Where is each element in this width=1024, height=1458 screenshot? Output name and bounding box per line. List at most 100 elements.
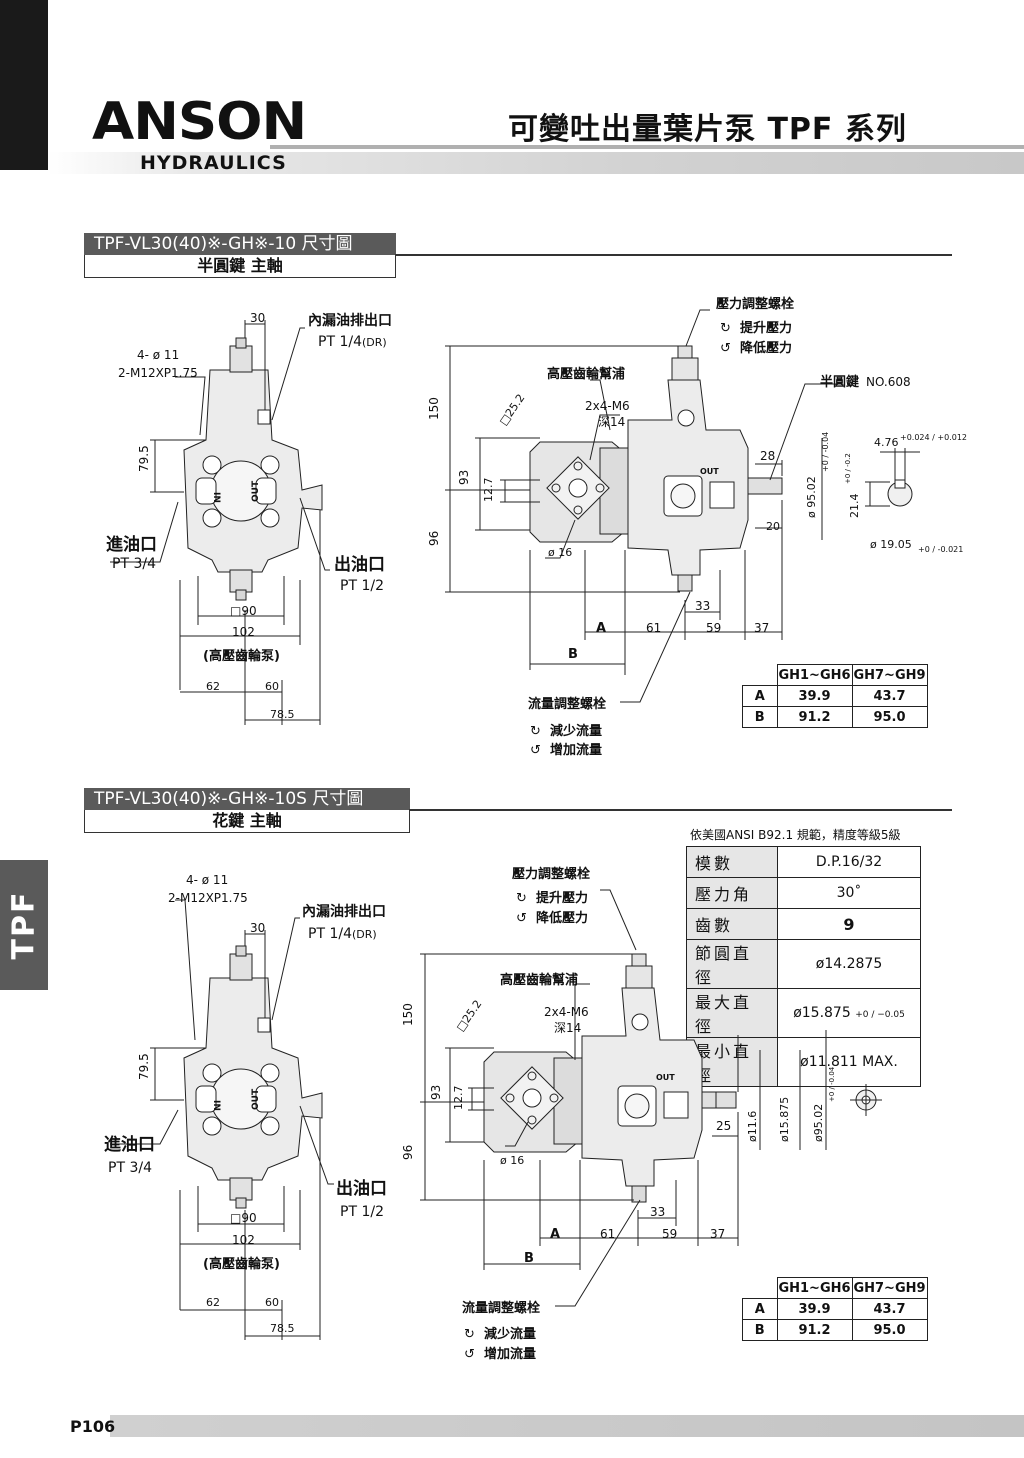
s1-dim-61: 61 <box>646 621 661 635</box>
s1-key-no: NO.608 <box>866 375 911 389</box>
s1-key-h-tol: +0 / -0.2 <box>844 453 852 484</box>
s1-dim-37: 37 <box>754 621 769 635</box>
s2-dim-61: 61 <box>600 1227 615 1241</box>
s1-pressure-up-icon: ↻ <box>720 321 731 336</box>
s2-depth: 深14 <box>554 1021 581 1035</box>
s2-pressure-screw: 壓力調整螺栓 <box>512 866 590 882</box>
left-black-bar <box>0 0 48 170</box>
s1-drain-code: (DR) <box>362 336 387 349</box>
s2-table-corner <box>742 1277 778 1299</box>
s1-dim-a: A <box>596 621 606 636</box>
s1-out-label: OUT <box>700 467 719 476</box>
s2-inlet: 進油口 <box>104 1134 155 1155</box>
section1-drawing: 30 4- ø 11 2-M12XP1.75 內漏油排出口 PT 1/4 (DR… <box>106 296 967 758</box>
s1-table-head-2: GH7~GH9 <box>851 664 928 686</box>
s2-front-bottom-boss <box>229 1177 253 1201</box>
s2-d11-6: ø11.6 <box>746 1111 759 1142</box>
s2-outlet: 出油口 <box>336 1178 387 1199</box>
s1-flow-up-icon: ↺ <box>530 743 541 758</box>
s1-side-shaft <box>747 477 783 495</box>
s2-flow-down-icon: ↻ <box>464 1327 475 1342</box>
s1-dimension-table: GH1~GH6 GH7~GH9 A 39.9 43.7 B 91.2 95.0 <box>742 664 928 728</box>
s2-flow-screw: 流量調整螺栓 <box>462 1300 540 1316</box>
s2-pressure-up: 提升壓力 <box>536 890 588 906</box>
s2-table-row-b-label: B <box>742 1319 778 1341</box>
logo-anson: ANSON <box>92 92 307 152</box>
s2-dim-150: 150 <box>401 1003 415 1026</box>
s1-out-mark: OUT <box>251 480 261 502</box>
s2-dim-79-5: 79.5 <box>137 1053 151 1080</box>
s2-spec-note: 依美國ANSI B92.1 規範，精度等級5級 <box>690 828 901 842</box>
s2-outlet-size: PT 1/2 <box>340 1204 384 1220</box>
s2-table-row-b-1: 91.2 <box>776 1319 853 1341</box>
s2-sq90: □90 <box>230 1211 257 1225</box>
s1-outlet-size: PT 1/2 <box>340 578 384 594</box>
s2-side-spline-shaft <box>701 1091 737 1109</box>
s1-table-corner <box>742 664 778 686</box>
s1-shaft: ø 19.05 <box>870 538 912 551</box>
s2-front-top-boss <box>229 953 253 981</box>
s2-dim-62: 62 <box>206 1296 220 1309</box>
s1-table-row-b-label: B <box>742 706 778 728</box>
s2-drain-size: PT 1/4 <box>308 926 352 942</box>
s2-dim-30: 30 <box>250 921 265 935</box>
s2-d16: ø 16 <box>500 1154 524 1167</box>
s2-gear-plate: 高壓齒輪幫浦 <box>500 972 578 988</box>
s2-pressure-down-icon: ↺ <box>516 911 527 926</box>
s2-pressure-up-icon: ↻ <box>516 891 527 906</box>
s2-spec-value-2: 9 <box>777 908 921 940</box>
section2-drawing: 30 4- ø 11 2-M12XP1.75 內漏油排出口 PT 1/4 (DR… <box>104 866 882 1362</box>
s1-dim-78-5: 78.5 <box>270 708 295 721</box>
header-band <box>48 152 1024 174</box>
s2-spec-value-1: 30˚ <box>777 877 921 909</box>
s1-key-w-tol: +0.024 / +0.012 <box>900 433 967 442</box>
s1-dim-96: 96 <box>427 531 441 546</box>
s2-table-row-a-2: 43.7 <box>851 1298 928 1320</box>
s2-spec-label-2: 齒數 <box>686 908 778 940</box>
s1-table-row-b-1: 91.2 <box>776 706 853 728</box>
s1-table-row-a-1: 39.9 <box>776 685 853 707</box>
s2-in-mark: IN <box>211 1100 221 1111</box>
s1-dim-28: 28 <box>760 449 775 463</box>
s2-drain: 內漏油排出口 <box>302 903 386 920</box>
s2-spec-tol-4: +0 / −0.05 <box>855 1010 905 1020</box>
s1-front-top-boss <box>229 345 253 373</box>
s2-dim-96: 96 <box>401 1145 415 1160</box>
s2-dimension-table: GH1~GH6 GH7~GH9 A 39.9 43.7 B 91.2 95.0 <box>742 1277 928 1341</box>
s1-dim-30: 30 <box>250 311 265 325</box>
s2-spec-value-4: ø15.875 <box>793 1005 851 1021</box>
s1-front-bottom-boss <box>229 569 253 593</box>
s2-spec-value-3: ø14.2875 <box>777 939 921 989</box>
s1-outlet: 出油口 <box>334 554 385 575</box>
s1-shaft-tol: +0 / -0.021 <box>918 545 963 554</box>
s1-d95: ø 95.02 <box>805 476 818 518</box>
s2-dim-102: 102 <box>232 1233 255 1247</box>
s2-holes: 4- ø 11 <box>186 873 228 887</box>
s1-depth: 深14 <box>598 415 625 429</box>
s2-dim-93: 93 <box>429 1085 443 1100</box>
s2-gear-pump-label: (高壓齒輪泵) <box>203 1256 280 1272</box>
s1-dim-12-7: 12.7 <box>482 478 495 503</box>
s1-dim-79-5: 79.5 <box>137 445 151 472</box>
side-tab-tpf: TPF <box>0 860 48 990</box>
s2-dim-59: 59 <box>662 1227 677 1241</box>
s2-d95: ø95.02 <box>812 1104 825 1142</box>
s2-table-row-a-1: 39.9 <box>776 1298 853 1320</box>
s2-spec-value-4-cell: ø15.875 +0 / −0.05 <box>777 988 921 1038</box>
section2-subtitle: 花鍵 主軸 <box>84 810 410 833</box>
s2-table-head-2: GH7~GH9 <box>851 1277 928 1299</box>
s1-dim-20: 20 <box>766 520 780 533</box>
s1-screw: 2x4-M6 <box>585 399 630 413</box>
s1-table-row-a-2: 43.7 <box>851 685 928 707</box>
s1-key-w: 4.76 <box>874 436 899 449</box>
s1-thread: 2-M12XP1.75 <box>118 366 198 380</box>
s1-dim-60: 60 <box>265 680 279 693</box>
s1-d95-tol: +0 / -0.04 <box>821 432 830 472</box>
s1-dim-b: B <box>568 647 578 662</box>
s1-d16: ø 16 <box>548 546 572 559</box>
s1-dim-33: 33 <box>695 599 710 613</box>
page-number: P106 <box>70 1417 116 1436</box>
s1-pressure-up: 提升壓力 <box>740 320 792 336</box>
s1-gear-plate: 高壓齒輪幫浦 <box>547 366 625 382</box>
s1-pressure-down: 降低壓力 <box>740 340 792 356</box>
